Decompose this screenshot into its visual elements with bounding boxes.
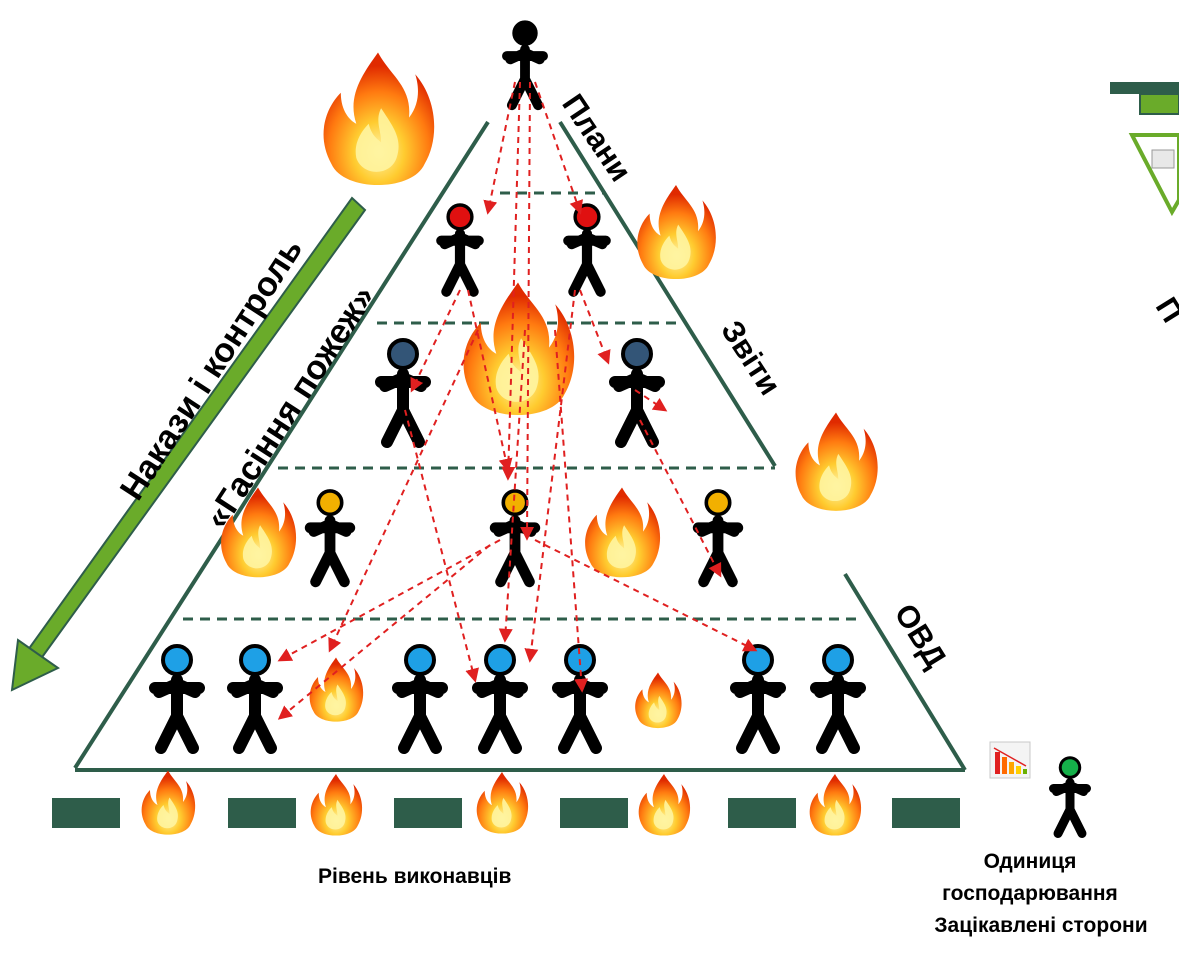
fire-icon [309,657,364,722]
fire-icon [635,672,682,729]
chart-icon [989,741,1031,779]
person-icon [478,644,522,748]
person-icon [310,489,350,582]
person-icon [1054,756,1087,834]
person-icon [398,644,442,748]
person-icon [736,644,780,748]
performers-level-label: Рівень виконавців [318,865,512,888]
person-icon [507,20,543,106]
fire-icon [141,770,196,835]
person-icon [615,338,659,442]
person-icon [698,489,738,582]
fire-icon [795,412,878,511]
person-icon [495,489,535,582]
stakeholders-label: Зацікавлені сторони [934,914,1148,937]
unit-label-line2: господарювання [942,882,1118,905]
person-icon [568,203,605,292]
pyramid-outline [73,120,967,772]
fire-icon [638,774,691,836]
fire-icon [323,52,435,186]
person-icon [233,644,277,748]
fire-icon [809,774,862,836]
person-icon [441,203,478,292]
fire-icon [585,487,661,578]
person-icon [816,644,860,748]
fire-icon [310,774,363,836]
unit-label-line1: Одиниця [983,850,1077,873]
fire-icon [637,185,716,280]
level-dividers [183,191,862,621]
base-bars [52,798,960,828]
flow-arrows [277,81,758,720]
fire-icon [476,772,529,834]
partial-right-graphic [1110,82,1179,217]
person-icon [155,644,199,748]
person-icon [381,338,425,442]
orders-arrow [10,196,367,692]
